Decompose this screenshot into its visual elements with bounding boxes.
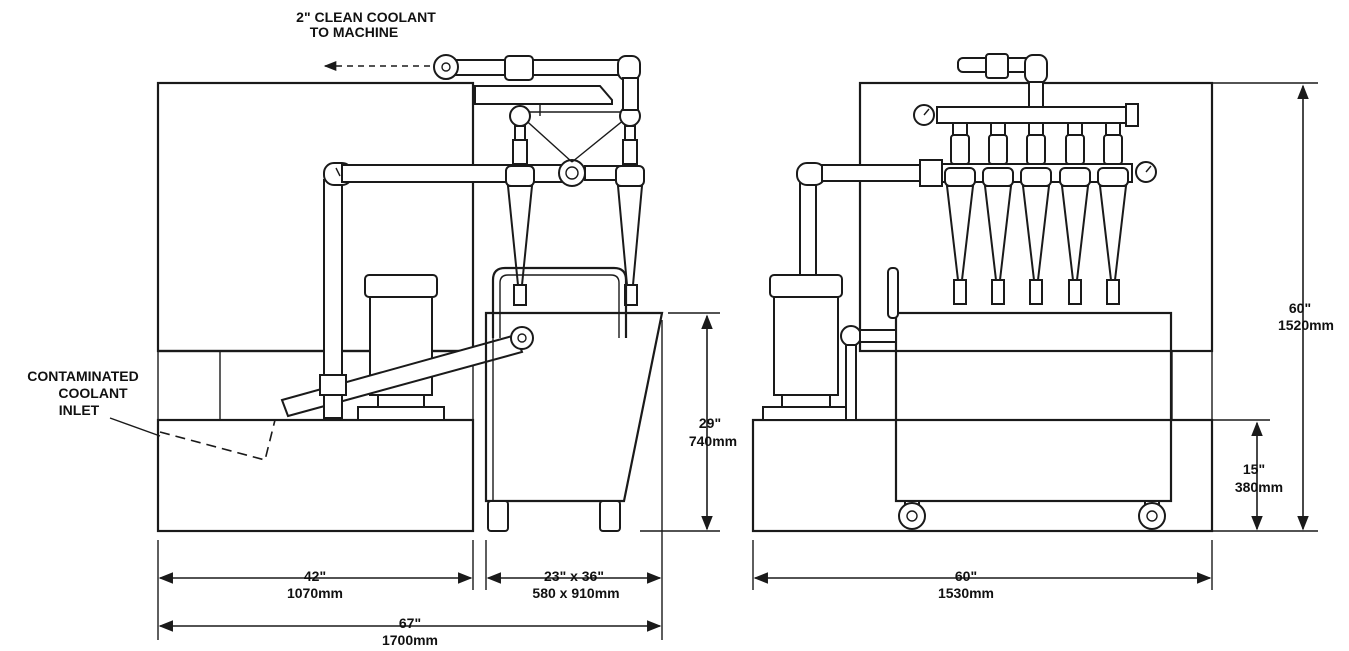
side-base — [751, 418, 1214, 533]
clean-coolant-label-line2: TO MACHINE — [310, 24, 398, 40]
base-width-mm: 1070mm — [287, 585, 343, 601]
base-height-mm: 380mm — [1235, 479, 1283, 495]
clean-outlet-pipe — [433, 54, 641, 111]
side-sludge-cart — [840, 267, 1173, 530]
front-cyclone-left — [505, 105, 535, 306]
contaminated-label-line3: INLET — [59, 402, 100, 418]
cart-size-mm: 580 x 910mm — [532, 585, 619, 601]
front-base — [156, 418, 475, 533]
side-width-mm: 1530mm — [938, 585, 994, 601]
side-cyclone-4 — [1059, 122, 1091, 305]
side-cyclone-5 — [1097, 122, 1129, 305]
pump-motor — [357, 274, 445, 421]
side-pump-motor — [762, 274, 850, 421]
cart-size-in: 23" x 36" — [544, 568, 604, 584]
side-view — [751, 53, 1318, 590]
side-width-in: 60" — [955, 568, 977, 584]
total-width-mm: 1700mm — [382, 632, 438, 648]
clean-coolant-label-line1: 2" CLEAN COOLANT — [296, 9, 436, 25]
contaminated-label-line2: COOLANT — [58, 385, 128, 401]
front-cyclone-right — [615, 105, 645, 306]
overall-height-in: 60" — [1289, 300, 1311, 316]
side-cyclone-1 — [944, 122, 976, 305]
side-cyclone-3 — [1020, 122, 1052, 305]
sludge-cart — [484, 266, 664, 532]
cart-height-mm: 740mm — [689, 433, 737, 449]
total-width-in: 67" — [399, 615, 421, 631]
front-view — [109, 54, 720, 640]
contaminated-label-line1: CONTAMINATED — [27, 368, 138, 384]
inlet-hidden-line — [159, 419, 276, 461]
cart-height-in: 29" — [699, 415, 721, 431]
base-width-in: 42" — [304, 568, 326, 584]
overall-height-mm: 1520mm — [1278, 317, 1334, 333]
base-height-in: 15" — [1243, 461, 1265, 477]
side-cyclone-2 — [982, 122, 1014, 305]
